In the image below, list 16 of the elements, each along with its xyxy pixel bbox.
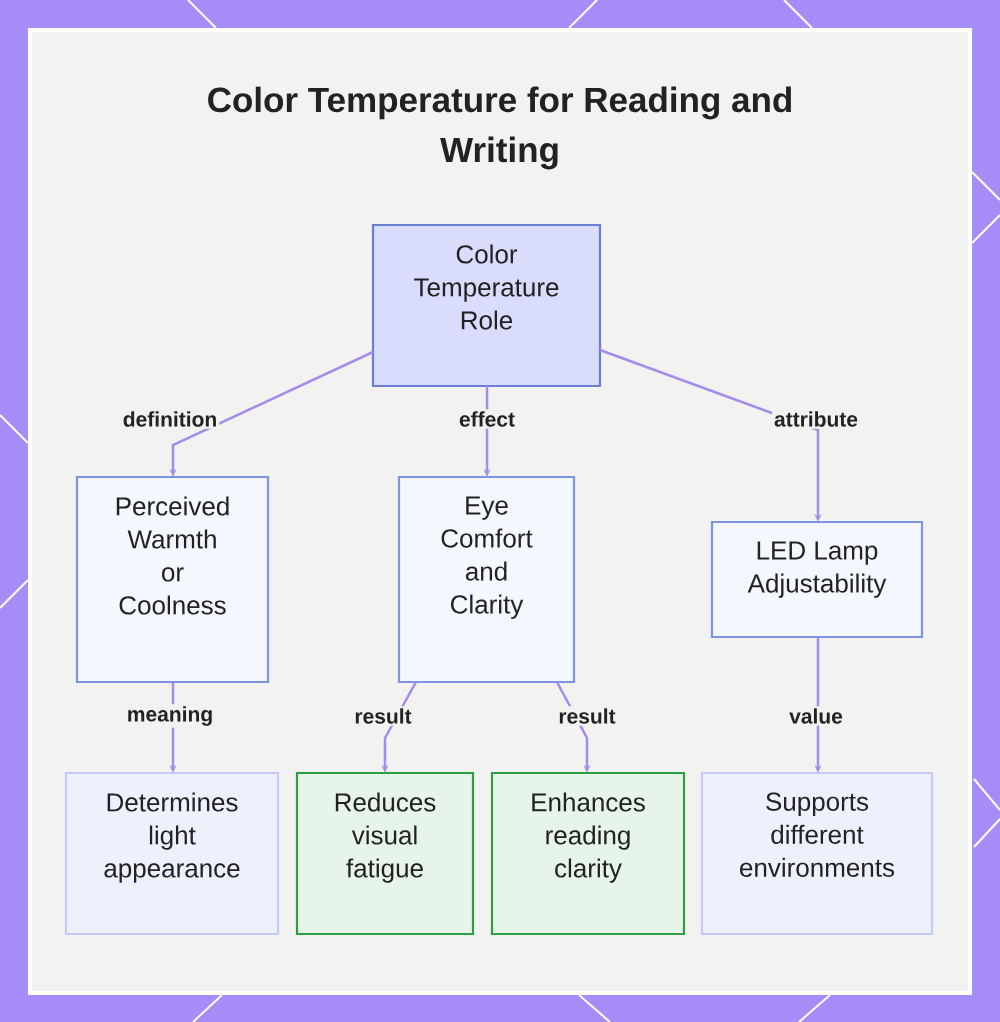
concept-box: Reduces visual fatigue bbox=[295, 771, 475, 936]
concept-box: Eye Comfort and Clarity bbox=[397, 475, 576, 684]
concept-box: Perceived Warmth or Coolness bbox=[75, 475, 270, 684]
edge-label: meaning bbox=[124, 704, 216, 728]
concept-box: Determines light appearance bbox=[64, 771, 280, 936]
concept-box: Supports different environments bbox=[700, 771, 934, 936]
edge-label: result bbox=[556, 706, 618, 726]
concept-box: Enhances reading clarity bbox=[490, 771, 686, 936]
edge-label: attribute bbox=[772, 409, 860, 429]
edge-label: effect bbox=[457, 409, 517, 429]
edge-label: value bbox=[787, 706, 845, 726]
edge-label: result bbox=[352, 706, 414, 726]
edge-label: definition bbox=[120, 409, 220, 429]
title: Color Temperature for Reading and Writing bbox=[208, 86, 791, 170]
concept-box: Color Temperature Role bbox=[371, 223, 602, 388]
concept-box: LED Lamp Adjustability bbox=[710, 520, 924, 639]
